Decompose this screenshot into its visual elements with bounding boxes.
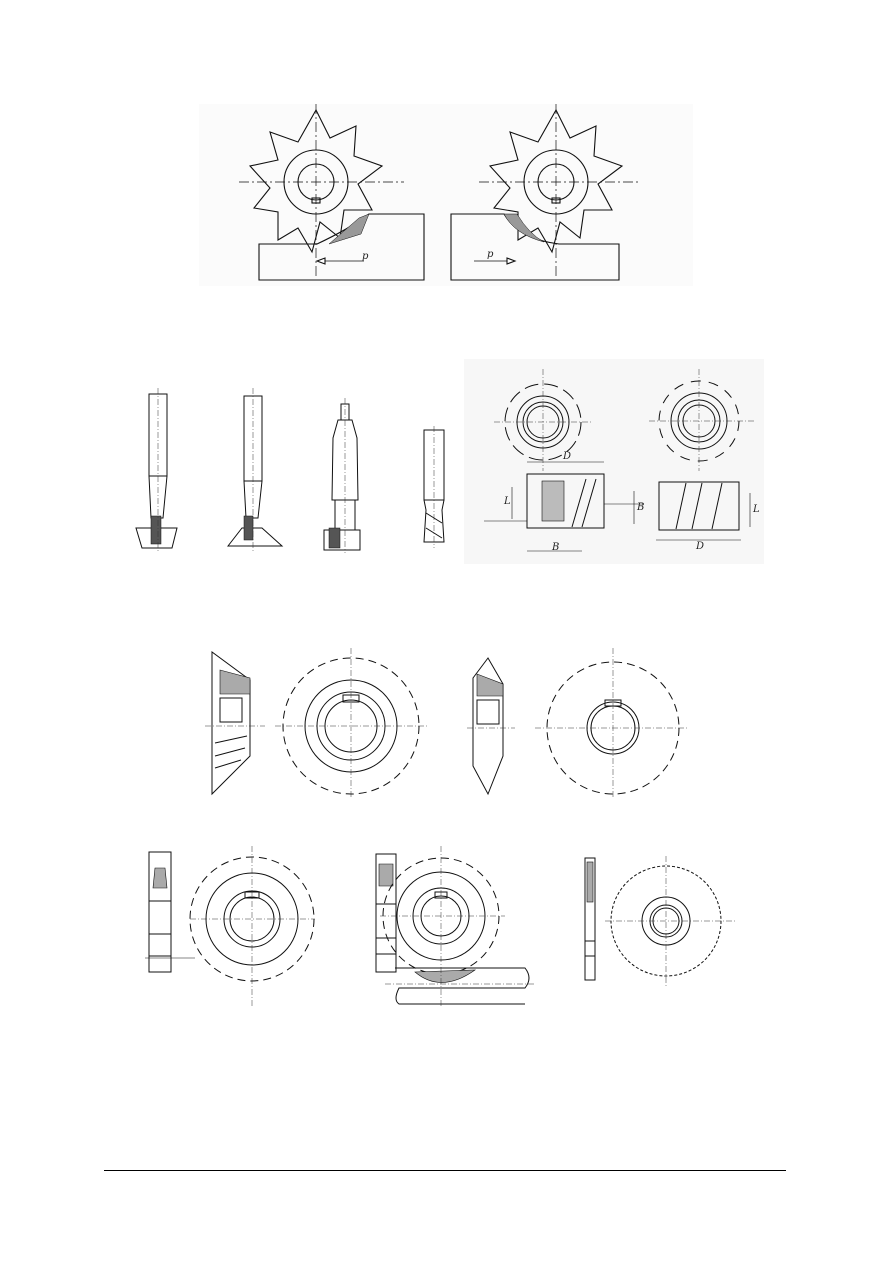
figure-angle-cutters bbox=[205, 648, 688, 798]
dim-label-l-left: L bbox=[504, 496, 511, 507]
dim-label-b-depth: B bbox=[637, 502, 645, 513]
figure-form-cutters: D L B B D L bbox=[464, 359, 764, 564]
disc-cutters-drawing bbox=[145, 846, 735, 1006]
feed-label-right: p bbox=[487, 249, 494, 260]
up-down-milling-drawing bbox=[239, 104, 639, 281]
figure-shank-cutters bbox=[132, 388, 457, 553]
angle-cutters-drawing bbox=[205, 648, 688, 798]
dim-label-b-width: B bbox=[552, 542, 560, 553]
figure-up-down-milling: p p bbox=[199, 104, 693, 286]
shank-cutters-drawing bbox=[135, 388, 445, 553]
feed-label-left: p bbox=[362, 251, 369, 262]
dim-label-d-left: D bbox=[563, 451, 572, 462]
dim-label-d-right: D bbox=[696, 541, 705, 552]
dim-label-l-right: L bbox=[753, 504, 760, 515]
figure-disc-cutters bbox=[145, 846, 757, 1006]
footer-rule bbox=[104, 1170, 786, 1171]
form-cutters-drawing bbox=[484, 369, 754, 552]
